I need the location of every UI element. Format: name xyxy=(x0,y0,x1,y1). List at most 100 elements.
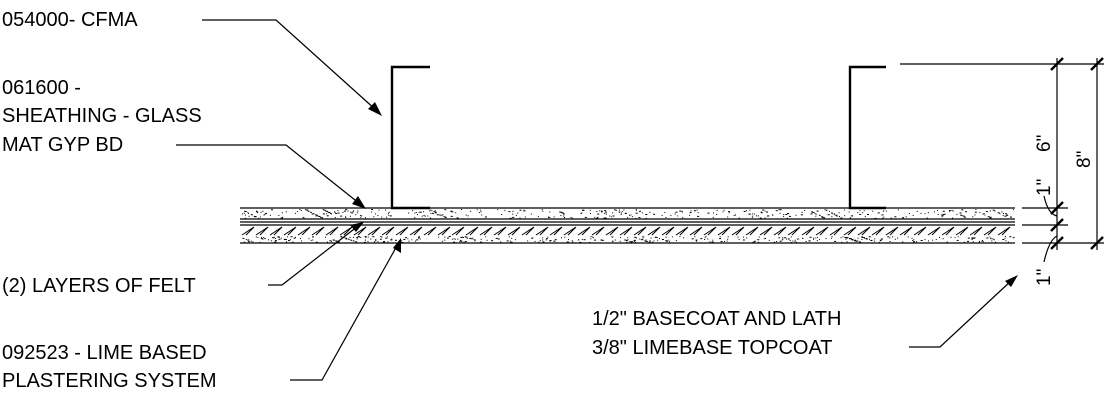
stipple-dot xyxy=(889,237,891,239)
stipple-dot xyxy=(675,211,678,213)
stipple-dot xyxy=(952,210,954,212)
arrowhead xyxy=(1005,275,1018,287)
stipple-dot xyxy=(937,209,938,211)
stipple-dot xyxy=(299,238,301,240)
stipple-dot xyxy=(334,217,336,219)
stipple-dot xyxy=(306,209,309,211)
stipple-dot xyxy=(679,210,682,212)
stipple-dot xyxy=(629,214,630,216)
stipple-dot xyxy=(581,212,583,214)
stipple-dot xyxy=(360,236,362,238)
stipple-dot xyxy=(783,214,785,215)
stipple-dot xyxy=(450,210,453,212)
stipple-dot xyxy=(278,215,280,216)
stipple-dot xyxy=(1004,237,1006,239)
stipple-dot xyxy=(636,209,637,211)
stipple-dot xyxy=(759,217,762,219)
stipple-dot xyxy=(824,209,826,211)
stipple-dot xyxy=(357,210,359,212)
stipple-dot xyxy=(723,209,725,211)
stipple-dot xyxy=(345,238,347,240)
stipple-dot xyxy=(508,236,510,238)
stipple-dot xyxy=(312,236,314,238)
stipple-dot xyxy=(639,210,641,212)
stipple-dot xyxy=(434,210,436,212)
stipple-dot xyxy=(352,240,354,242)
stipple-dot xyxy=(619,240,621,242)
stipple-dot xyxy=(989,210,991,212)
stipple-dot xyxy=(789,215,791,217)
stipple-dot xyxy=(679,236,681,238)
stipple-dot xyxy=(441,215,443,217)
stipple-dot xyxy=(421,215,423,217)
stipple-dot xyxy=(989,217,992,219)
stipple-dot xyxy=(920,212,922,214)
stipple-dot xyxy=(356,241,357,243)
stipple-dot xyxy=(463,237,465,238)
stipple-dot xyxy=(758,241,760,243)
stipple-dot xyxy=(711,242,713,243)
stipple-dot xyxy=(594,216,596,218)
stipple-dot xyxy=(603,217,605,219)
leader-basecoat xyxy=(909,279,1013,348)
callout-leaders xyxy=(176,19,1018,381)
stipple-dot xyxy=(355,214,357,216)
stipple-dot xyxy=(350,211,352,213)
stipple-dot xyxy=(956,213,958,215)
stipple-dot xyxy=(308,210,310,212)
stipple-dot xyxy=(611,240,613,242)
stipple-dot xyxy=(515,214,517,216)
stipple-dot xyxy=(782,237,784,239)
stipple-dot xyxy=(342,211,344,213)
stipple-dot xyxy=(724,241,725,242)
stipple-pattern xyxy=(242,209,1015,243)
stipple-dot xyxy=(815,237,817,239)
stipple-dot xyxy=(766,211,768,213)
stipple-dot xyxy=(861,236,864,238)
stipple-dot xyxy=(564,217,565,218)
stipple-dot xyxy=(388,211,390,213)
stipple-dot xyxy=(874,238,876,240)
stipple-dot xyxy=(825,209,827,211)
stipple-dot xyxy=(542,237,544,239)
stipple-dot xyxy=(754,213,756,215)
stipple-dot xyxy=(961,215,963,216)
stipple-dot xyxy=(497,209,499,211)
stipple-dot xyxy=(989,236,991,238)
stipple-dot xyxy=(431,210,433,212)
stipple-dot xyxy=(620,212,622,214)
stipple-dot xyxy=(471,238,473,240)
stipple-dot xyxy=(310,239,312,241)
arrowhead xyxy=(350,222,364,232)
stipple-dot xyxy=(611,236,614,238)
stipple-dot xyxy=(746,210,747,212)
stipple-dot xyxy=(956,239,959,241)
stipple-dot xyxy=(371,209,374,210)
stipple-dot xyxy=(961,209,964,211)
stipple-dot xyxy=(960,214,963,216)
stipple-dot xyxy=(972,216,974,218)
stipple-dot xyxy=(782,238,784,240)
stipple-dot xyxy=(857,237,859,239)
stipple-dot xyxy=(364,236,367,238)
stipple-dot xyxy=(644,240,646,242)
stipple-dot xyxy=(639,238,641,240)
stipple-dot xyxy=(287,236,289,238)
leader-cfma xyxy=(202,19,377,111)
stipple-dot xyxy=(665,236,667,238)
stipple-dot xyxy=(491,240,494,242)
stipple-dot xyxy=(989,217,991,218)
stipple-dot xyxy=(438,236,440,238)
stipple-dot xyxy=(624,239,627,241)
stipple-dot xyxy=(814,213,816,215)
stipple-dot xyxy=(1004,236,1006,238)
stipple-dot xyxy=(971,237,974,239)
stipple-dot xyxy=(345,216,347,218)
stipple-dot xyxy=(816,210,819,212)
stipple-dot xyxy=(707,212,710,214)
stipple-dot xyxy=(370,238,372,240)
stipple-dot xyxy=(578,239,580,241)
callout-labels: 054000- CFMA 061600 - SHEATHING - GLASS … xyxy=(2,9,841,392)
stipple-dot xyxy=(604,217,607,219)
stipple-dot xyxy=(851,238,854,240)
